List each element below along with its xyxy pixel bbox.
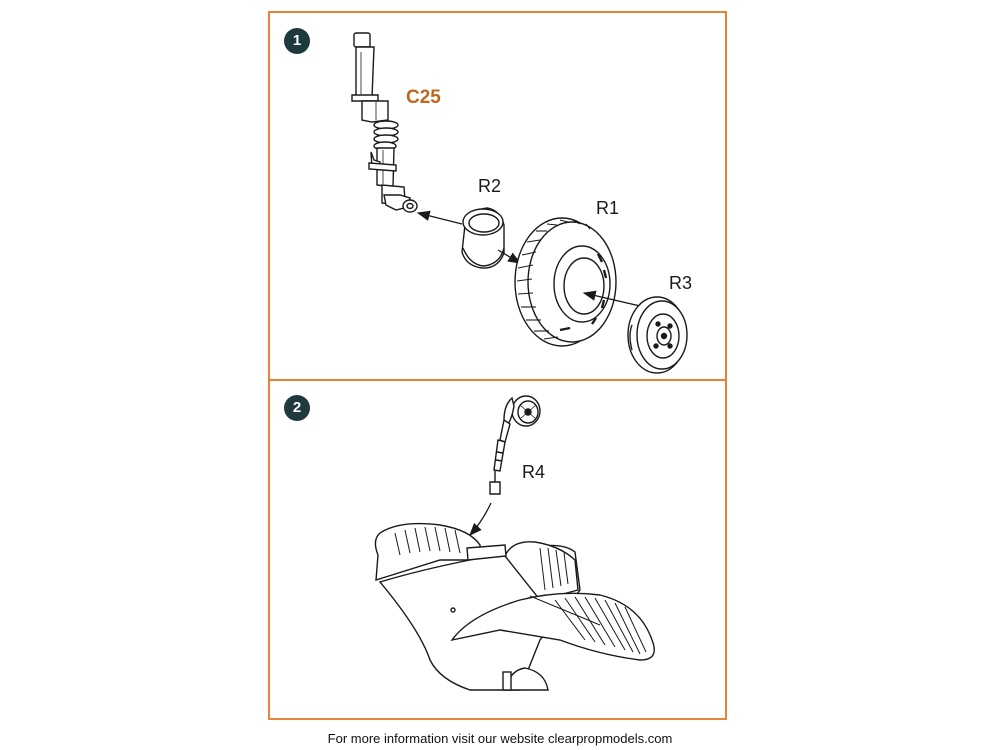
- c25-strut-part: [351, 32, 418, 213]
- r3-wheel-part: [627, 296, 688, 374]
- part-label-r4: R4: [522, 462, 546, 482]
- part-label-r1: R1: [596, 198, 620, 218]
- r4-tailwheel-part: [489, 395, 541, 495]
- instruction-frame: [268, 11, 727, 720]
- part-label-c25: C25: [406, 87, 441, 108]
- aircraft-tail-drawing: [374, 522, 655, 691]
- r2-hubcap-part: [461, 207, 505, 269]
- step-2-badge: 2: [284, 395, 310, 421]
- step-divider: [268, 379, 727, 381]
- step-1-badge: 1: [284, 28, 310, 54]
- assembly-arrow-icon: [416, 210, 463, 225]
- assembly-arrow-icon: [497, 249, 522, 264]
- part-label-r2: R2: [478, 176, 502, 196]
- part-label-r3: R3: [669, 273, 693, 293]
- assembly-arrow-icon: [469, 502, 492, 536]
- footer-website-note: For more information visit our website c…: [327, 731, 673, 746]
- r1-tyre-part: [514, 217, 617, 347]
- assembly-arrow-icon: [582, 290, 641, 307]
